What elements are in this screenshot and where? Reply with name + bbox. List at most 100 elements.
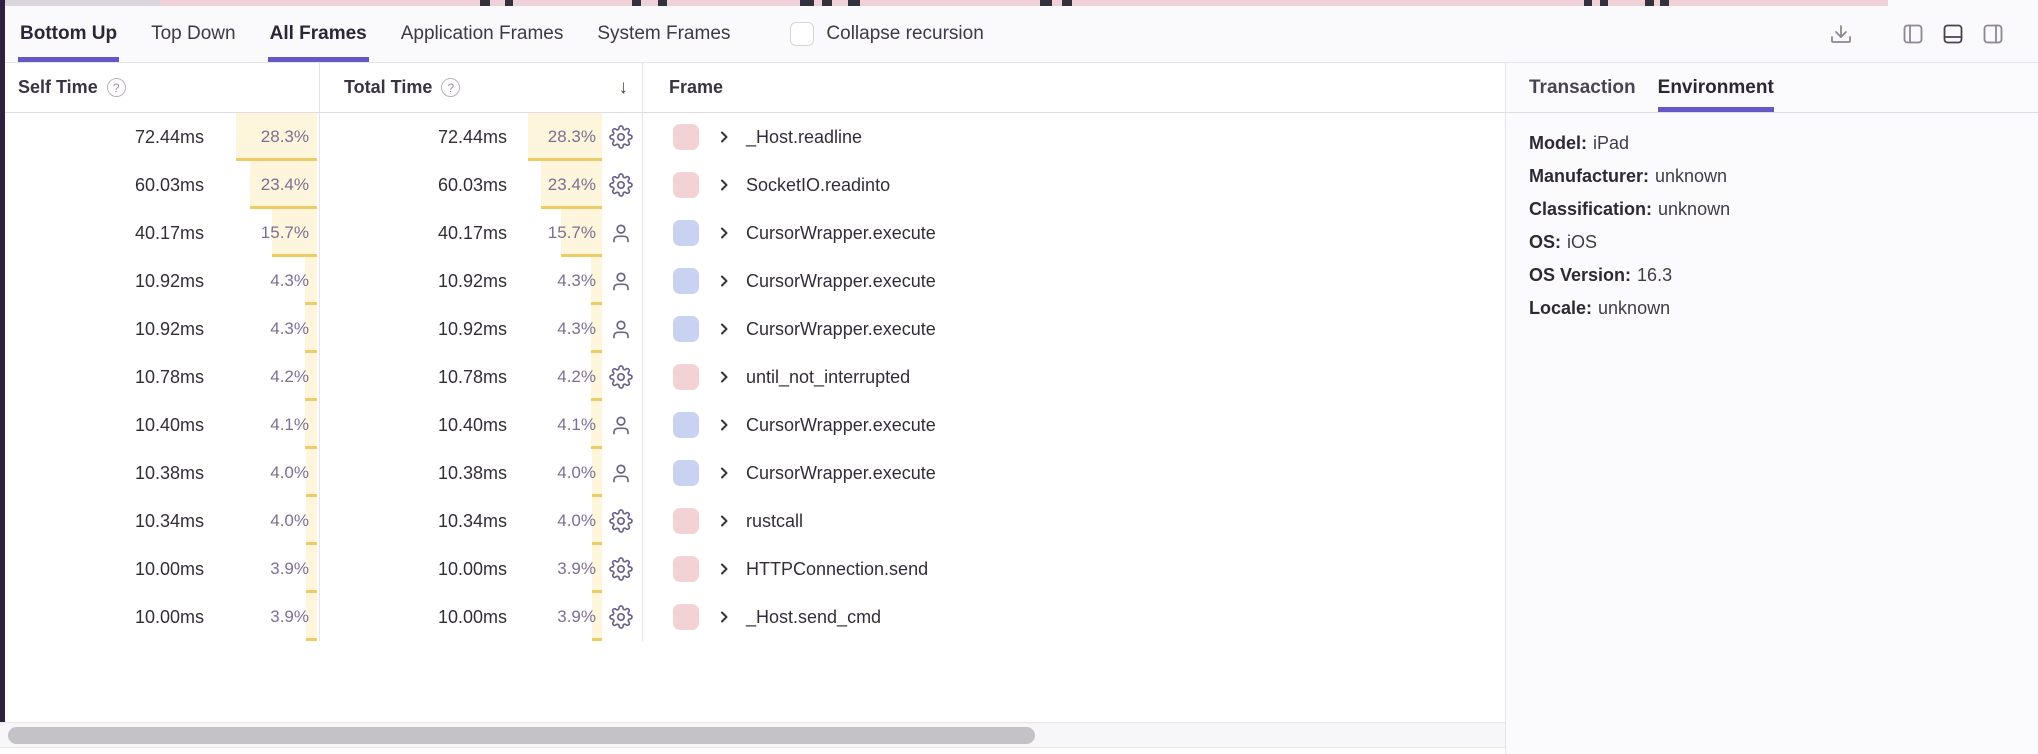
self-time-percent-bar [305,449,317,497]
self-time-label: Self Time [18,77,98,97]
help-icon[interactable]: ? [441,78,461,97]
self-time-cell: 10.00ms 3.9% [0,593,320,641]
chevron-right-icon[interactable] [716,225,732,241]
frame-color-chip [673,124,699,150]
total-time-percent-bar [591,449,602,497]
column-header-total-time[interactable]: Total Time ? ↓ [320,63,643,112]
total-time-percent-bar [590,257,602,305]
sort-descending-icon[interactable]: ↓ [618,76,629,98]
chevron-right-icon[interactable] [716,273,732,289]
env-field-os: OS:iOS [1529,232,1598,252]
table-row[interactable]: 10.00ms 3.9% 10.00ms 3.9% HTTPConnection… [0,545,1505,593]
self-time-value: 10.38ms [134,462,204,483]
self-time-percent: 15.7% [260,223,309,242]
chevron-right-icon[interactable] [716,465,732,481]
self-time-percent: 4.1% [270,415,309,434]
chevron-right-icon[interactable] [716,129,732,145]
table-row[interactable]: 10.78ms 4.2% 10.78ms 4.2% until_not_inte… [0,353,1505,401]
tab-application-frames[interactable]: Application Frames [400,23,564,44]
self-time-value: 10.92ms [134,318,204,339]
minimap-frame-mark [632,0,641,6]
table-row[interactable]: 10.40ms 4.1% 10.40ms 4.1% CursorWrapper.… [0,401,1505,449]
frame-color-chip [673,604,699,630]
minimap-frame-mark [1040,0,1052,6]
env-field-model: Model:iPad [1529,133,1630,153]
frame-table-body: 72.44ms 28.3% 72.44ms 28.3% _Host.readli… [0,113,1505,641]
horizontal-scrollbar-thumb[interactable] [8,727,1035,744]
total-time-value: 10.34ms [437,510,507,531]
chevron-right-icon[interactable] [716,561,732,577]
self-time-value: 10.40ms [134,414,204,435]
total-time-percent: 4.3% [557,319,596,338]
table-row[interactable]: 40.17ms 15.7% 40.17ms 15.7% CursorWrappe… [0,209,1505,257]
self-time-percent-bar [272,209,317,257]
tab-environment[interactable]: Environment [1657,63,1774,112]
frame-name: SocketIO.readinto [746,174,891,195]
chevron-right-icon[interactable] [716,609,732,625]
self-time-percent: 23.4% [260,175,309,194]
column-header-self-time[interactable]: Self Time ? [0,63,320,112]
chevron-right-icon[interactable] [716,321,732,337]
env-field-locale: Locale:unknown [1529,298,1671,318]
column-header-frame[interactable]: Frame [643,63,1505,112]
self-time-cell: 60.03ms 23.4% [0,161,320,209]
left-panel-edge [0,0,5,722]
layout-dock-left-icon[interactable] [1900,21,1926,47]
chevron-right-icon[interactable] [716,513,732,529]
frame-color-chip [673,508,699,534]
chevron-right-icon[interactable] [716,177,732,193]
minimap-frame-mark [1600,0,1608,6]
gear-icon [609,605,633,629]
profiler-toolbar: Bottom Up Top Down All Frames Applicatio… [0,6,2038,63]
collapse-recursion-label[interactable]: Collapse recursion [826,23,984,44]
table-row[interactable]: 10.34ms 4.0% 10.34ms 4.0% rustcall [0,497,1505,545]
total-time-cell: 10.34ms 4.0% [320,497,643,545]
frame-name: _Host.send_cmd [746,606,882,627]
panel-tab-bar: Transaction Environment [1505,63,2038,112]
total-time-cell: 10.92ms 4.3% [320,305,643,353]
minimap-samples [160,0,1888,6]
user-icon [609,269,633,293]
tab-bottom-up[interactable]: Bottom Up [18,6,120,62]
self-time-cell: 10.00ms 3.9% [0,545,320,593]
download-icon[interactable] [1828,21,1854,47]
table-row[interactable]: 72.44ms 28.3% 72.44ms 28.3% _Host.readli… [0,113,1505,161]
flamegraph-minimap-edge[interactable] [0,0,2038,6]
total-time-value: 10.00ms [437,558,507,579]
self-time-percent-bar [236,113,317,161]
minimap-frame-mark [658,0,667,6]
table-row[interactable]: 60.03ms 23.4% 60.03ms 23.4% SocketIO.rea… [0,161,1505,209]
self-time-value: 10.00ms [134,558,204,579]
table-row[interactable]: 10.00ms 3.9% 10.00ms 3.9% _Host.send_cmd [0,593,1505,641]
frame-color-chip [673,364,699,390]
horizontal-scrollbar-track[interactable] [0,722,1505,748]
table-row[interactable]: 10.92ms 4.3% 10.92ms 4.3% CursorWrapper.… [0,305,1505,353]
self-time-percent: 3.9% [270,559,309,578]
frame-color-chip [673,316,699,342]
total-time-percent: 4.2% [557,367,596,386]
total-time-percent: 23.4% [547,175,596,194]
user-icon [609,221,633,245]
help-icon[interactable]: ? [106,78,126,97]
total-time-percent: 4.0% [557,463,596,482]
collapse-recursion-checkbox[interactable] [790,22,815,46]
chevron-right-icon[interactable] [716,417,732,433]
table-row[interactable]: 10.38ms 4.0% 10.38ms 4.0% CursorWrapper.… [0,449,1505,497]
frame-cell: _Host.readline [643,113,1505,161]
self-time-percent-bar [304,305,317,353]
environment-panel: Model:iPad Manufacturer:unknown Classifi… [1505,113,2038,754]
tab-system-frames[interactable]: System Frames [597,23,731,44]
tab-top-down[interactable]: Top Down [151,23,236,44]
minimap-frame-mark [1062,0,1072,6]
tab-transaction[interactable]: Transaction [1529,76,1636,98]
layout-dock-right-icon[interactable] [1980,21,2006,47]
table-row[interactable]: 10.92ms 4.3% 10.92ms 4.3% CursorWrapper.… [0,257,1505,305]
frame-cell: rustcall [643,497,1505,545]
collapse-recursion-control: Collapse recursion [790,6,984,62]
gear-icon [609,173,633,197]
gear-icon [609,557,633,581]
self-time-percent: 4.2% [270,367,309,386]
tab-all-frames[interactable]: All Frames [267,6,369,62]
layout-dock-bottom-icon[interactable] [1940,21,1966,47]
chevron-right-icon[interactable] [716,369,732,385]
